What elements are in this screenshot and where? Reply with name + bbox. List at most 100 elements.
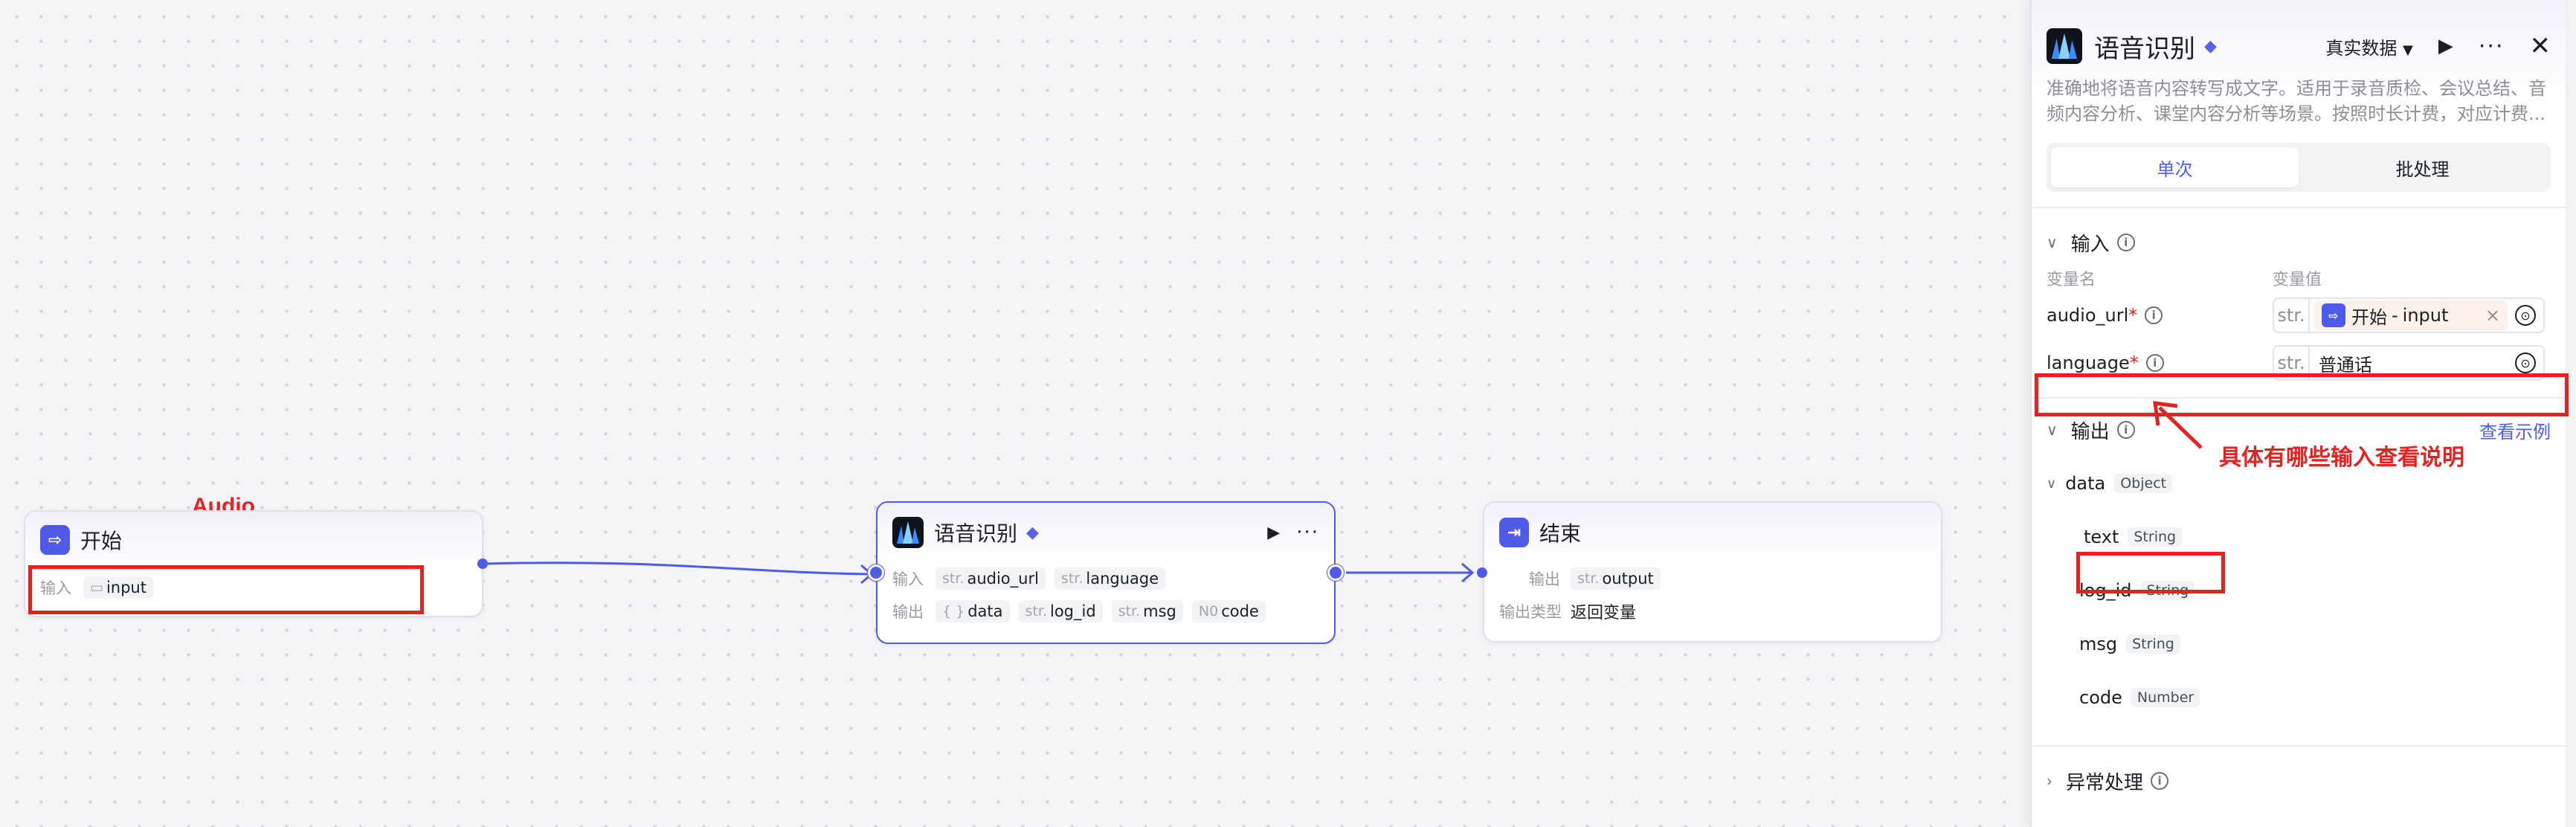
data-mode-label: 真实数据 [2325,37,2398,59]
asr-input-audio-url: str.audio_url [936,567,1046,590]
divider [2032,207,2566,208]
start-node-output-port[interactable] [477,559,488,569]
panel-more-icon[interactable]: ··· [2478,33,2505,59]
output-name: code [2079,687,2122,708]
output-item-data: ∨ data Object [2032,457,2566,510]
exception-section-title: 异常处理 [2066,771,2144,794]
panel-run-icon[interactable]: ▶ [2438,35,2453,57]
asr-input-label: 输入 [892,570,924,588]
folder-icon: ▭ [90,579,103,596]
asr-node-title: 语音识别 [934,521,1018,546]
connection-lines [484,561,1475,585]
ref-node-name: 开始 [2351,306,2387,328]
output-type-badge: Object [2114,474,2173,493]
input-section-title: 输入 [2070,233,2110,256]
start-input-var-name: input [106,579,146,596]
clear-icon[interactable]: × [2485,305,2500,326]
asr-output-data: { }data [936,600,1010,622]
data-mode-dropdown[interactable]: 真实数据 ▼ [2325,33,2412,59]
chevron-down-icon: ∨ [2047,234,2058,251]
input-section-header[interactable]: ∨ 输入 i [2032,220,2566,265]
var-name: audio_url [2047,305,2129,326]
output-name: data [2065,473,2106,494]
annotation-box-start-input [28,565,424,614]
run-mode-tabs: 单次 批处理 [2047,143,2551,192]
panel-title: 语音识别 [2094,33,2195,64]
variable-picker-icon[interactable]: ⊙ [2515,305,2536,326]
var-name: output [1602,570,1654,588]
info-icon[interactable]: i [2145,306,2163,324]
panel-asr-logo-icon [2047,28,2082,64]
info-icon[interactable]: i [2151,772,2169,790]
reference-chip[interactable]: ⇨ 开始 - input × [2314,300,2508,330]
exception-section-header[interactable]: › 异常处理 i [2032,759,2566,803]
start-node[interactable]: ⇨ 开始 输入 ▭input [24,510,483,617]
more-icon[interactable]: ··· [1296,521,1319,544]
var-name: audio_url [967,570,1039,588]
start-input-label: 输入 [40,579,71,597]
asr-output-label: 输出 [892,603,924,621]
end-output-type-label: 输出类型 [1499,603,1562,621]
type-prefix: N0 [1198,603,1219,620]
output-type-badge: String [2126,634,2180,654]
panel-description: 准确地将语音内容转写成文字。适用于录音质检、会议总结、音频内容分析、课堂内容分析… [2047,78,2546,124]
col-var-name: 变量名 [2047,271,2096,289]
asr-node[interactable]: 语音识别 ◆ ▶ ··· 输入 str.audio_url str.langua… [876,501,1336,644]
annotation-box-language-row [2035,373,2569,416]
asr-input-language: str.language [1054,567,1166,590]
annotation-box-output-text [2076,552,2225,593]
tab-batch[interactable]: 批处理 [2395,158,2450,180]
asr-logo-icon [892,517,924,548]
start-node-icon: ⇨ [2322,303,2345,327]
edge-arrow-end [1461,562,1475,583]
type-prefix: str. [1577,570,1600,587]
output-item-code: code Number [2032,671,2566,724]
annotation-input-note: 具体有哪些输入查看说明 [2219,445,2464,470]
input-row-audio-url: audio_url* i str. ⇨ 开始 - input × ⊙ [2032,292,2566,339]
run-icon[interactable]: ▶ [1267,523,1281,542]
type-prefix: { } [942,603,965,620]
type-prefix: str. [2274,347,2310,379]
output-type-badge: Number [2131,688,2200,707]
close-icon[interactable]: ✕ [2529,31,2551,61]
end-output-type-value: 返回变量 [1571,604,1637,622]
info-icon[interactable]: i [2116,421,2135,439]
end-node[interactable]: ⇥ 结束 输出 str.output 输出类型 返回变量 [1483,501,1942,643]
end-node-input-port[interactable] [1477,567,1487,578]
asr-node-output-port[interactable] [1327,564,1344,581]
required-mark: * [2128,305,2138,326]
info-icon[interactable]: i [2116,234,2135,251]
type-prefix: str. [942,570,965,587]
output-item-msg: msg String [2032,617,2566,671]
var-name: log_id [1050,602,1096,620]
workflow-canvas[interactable]: Audio ⇨ 开始 输入 ▭input 语音识别 ◆ ▶ ··· 输入 str… [0,0,2020,827]
col-var-value: 变量值 [2273,271,2322,289]
type-prefix: str. [2274,299,2310,332]
output-name: msg [2079,634,2118,654]
panel-premium-diamond-icon: ◆ [2204,36,2217,56]
caret-down-icon: ▼ [2403,42,2413,58]
output-section-header[interactable]: ∨ 输出 i 查看示例 [2032,408,2566,452]
audio-url-value-field[interactable]: str. ⇨ 开始 - input × ⊙ [2273,297,2545,333]
view-example-link[interactable]: 查看示例 [2479,421,2551,443]
chevron-down-icon[interactable]: ∨ [2047,475,2057,492]
variable-picker-icon[interactable]: ⊙ [2515,353,2536,373]
asr-output-log-id: str.log_id [1018,600,1103,622]
chevron-down-icon: ∨ [2047,421,2058,439]
divider [2032,397,2566,399]
var-name: language [2047,353,2130,373]
output-item-text: text String [2032,510,2566,564]
asr-node-input-port[interactable] [868,564,884,581]
start-input-var: ▭input [83,576,153,599]
divider [2032,745,2566,747]
tab-single[interactable]: 单次 [2051,147,2299,187]
end-node-icon: ⇥ [1499,518,1529,547]
required-mark: * [2129,353,2139,373]
chevron-right-icon: › [2047,772,2052,790]
var-name: msg [1143,602,1176,620]
output-section-title: 输出 [2070,420,2110,443]
var-name: data [967,602,1003,620]
start-node-title: 开始 [80,529,123,553]
var-name: code [1221,602,1259,620]
info-icon[interactable]: i [2145,354,2164,372]
